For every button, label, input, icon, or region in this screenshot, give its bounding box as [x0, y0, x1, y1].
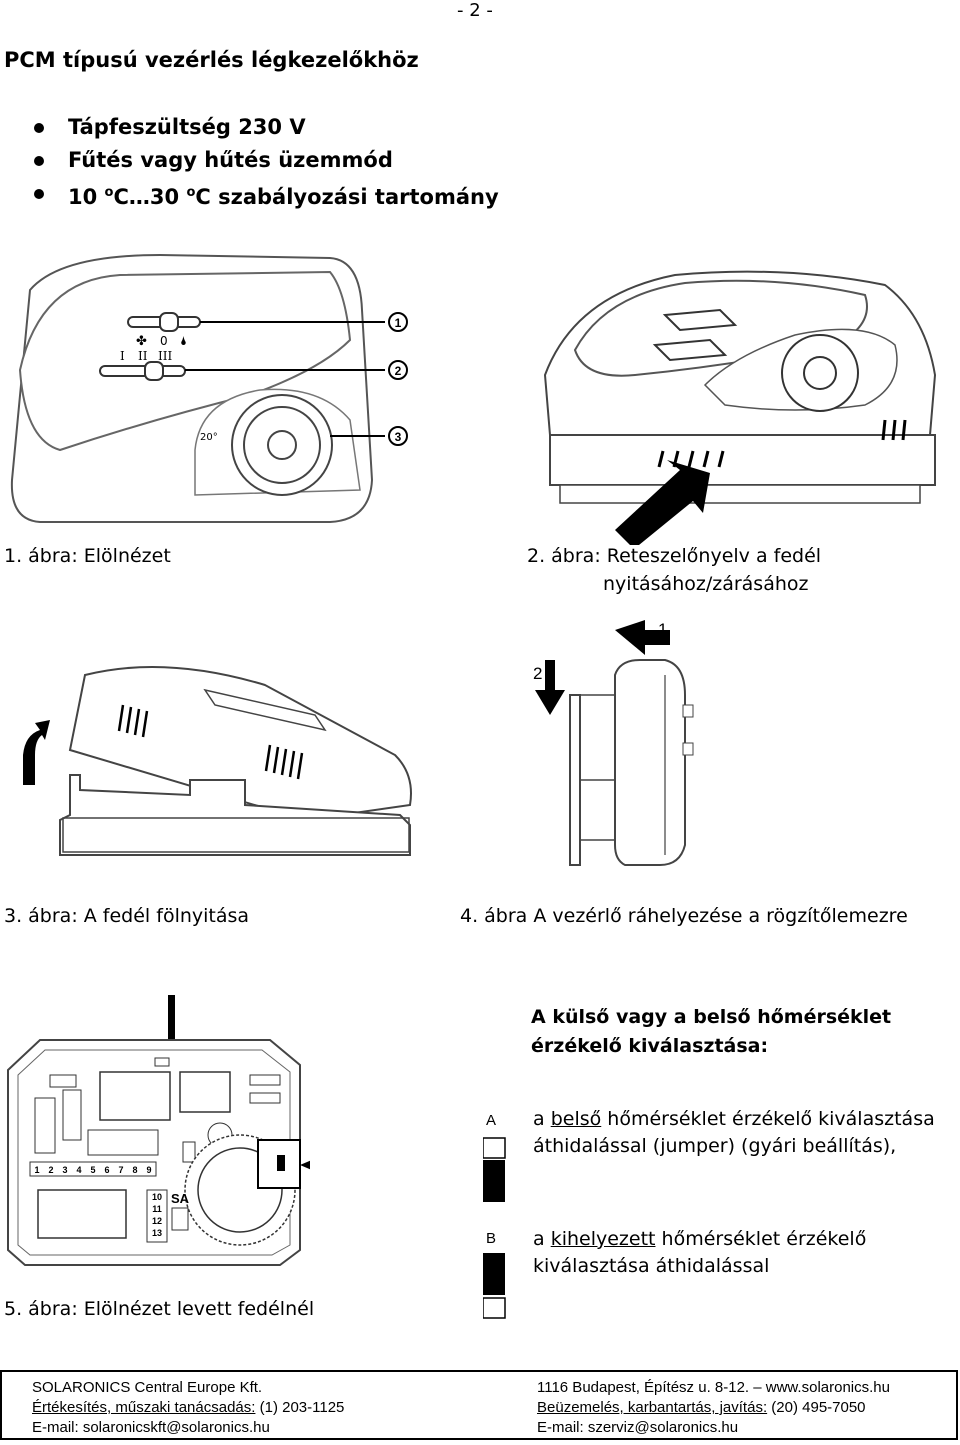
- figure-front-view: 1 2 3 ✤ 0 🌢 I II III 20°: [0, 250, 420, 530]
- terminal-label: 11: [152, 1204, 162, 1214]
- service-contact: Beüzemelés, karbantartás, javítás: (20) …: [537, 1399, 866, 1416]
- figure-latch: [535, 255, 945, 545]
- page-number: - 2 -: [457, 0, 493, 21]
- figure-2-caption-line1: 2. ábra: Reteszelőnyelv a fedél: [527, 545, 822, 567]
- terminal-label: 3: [62, 1165, 67, 1175]
- terminal-label: 10: [152, 1192, 162, 1202]
- feature-list: Tápfeszültség 230 V Fűtés vagy hűtés üze…: [34, 112, 499, 211]
- dial-label: 20°: [200, 432, 218, 443]
- figure-mounting: 1 2: [525, 615, 705, 870]
- sensor-selection-title: A külső vagy a belső hőmérséklet érzékel…: [531, 1006, 892, 1057]
- arrow-2-label: 2: [533, 664, 542, 683]
- figure-5-caption: 5. ábra: Elölnézet levett fedélnél: [4, 1298, 315, 1320]
- terminal-label: 13: [152, 1228, 162, 1238]
- terminal-label: 12: [152, 1216, 162, 1226]
- terminal-label: 6: [104, 1165, 109, 1175]
- sales-email: E-mail: solaronicskft@solaronics.hu: [32, 1419, 270, 1436]
- company-name: SOLARONICS Central Europe Kft.: [32, 1379, 263, 1396]
- off-symbol: 0: [160, 334, 168, 348]
- flame-symbol: 🌢: [180, 334, 187, 348]
- jumper-b-diagram: B: [482, 1228, 513, 1327]
- callout-2: 2: [395, 364, 402, 378]
- terminal-label: 5: [90, 1165, 95, 1175]
- figure-1-caption: 1. ábra: Elölnézet: [4, 545, 171, 567]
- service-email: E-mail: szerviz@solaronics.hu: [537, 1419, 739, 1436]
- figure-4-caption: 4. ábra A vezérlő ráhelyezése a rögzítől…: [460, 905, 908, 927]
- figure-3-caption: 3. ábra: A fedél fölnyitása: [4, 905, 250, 927]
- page-title: PCM típusú vezérlés légkezelőkhöz: [4, 48, 419, 72]
- figure-2-caption-line2: nyitásához/zárásához: [603, 573, 809, 595]
- fan-symbol: ✤: [136, 334, 147, 349]
- figure-cover-open: [15, 655, 425, 870]
- terminal-label: 2: [48, 1165, 53, 1175]
- callout-1: 1: [395, 316, 402, 330]
- terminal-label: 7: [118, 1165, 123, 1175]
- sa-label: SA: [171, 1191, 190, 1206]
- speed-1-label: I: [120, 349, 125, 363]
- jumper-a-diagram: A: [482, 1110, 513, 1209]
- option-b-text: a kihelyezett hőmérséklet érzékelő kivál…: [533, 1228, 867, 1277]
- figure-pcb: 1 2 3 4 5 6 7 8 9 10 11 12 13 SA: [0, 990, 310, 1295]
- callout-3: 3: [395, 430, 402, 444]
- company-address: 1116 Budapest, Építész u. 8-12. – www.so…: [537, 1379, 890, 1396]
- terminal-label: 4: [76, 1165, 81, 1175]
- option-a-text: a belső hőmérséklet érzékelő kiválasztás…: [533, 1108, 935, 1157]
- footer: SOLARONICS Central Europe Kft. Értékesít…: [0, 1370, 958, 1440]
- speed-3-label: III: [158, 349, 172, 363]
- list-item: Tápfeszültség 230 V: [34, 112, 499, 145]
- arrow-1-label: 1: [658, 620, 667, 639]
- sales-contact: Értékesítés, műszaki tanácsadás: (1) 203…: [32, 1399, 345, 1416]
- jumper-a-letter: A: [486, 1112, 496, 1129]
- jumper-b-letter: B: [486, 1230, 496, 1247]
- list-item: Fűtés vagy hűtés üzemmód: [34, 145, 499, 178]
- terminal-label: 8: [132, 1165, 137, 1175]
- terminal-label: 1: [34, 1165, 39, 1175]
- terminal-label: 9: [146, 1165, 151, 1175]
- speed-2-label: II: [138, 349, 148, 363]
- list-item: 10 oC…30 oC szabályozási tartomány: [34, 178, 499, 211]
